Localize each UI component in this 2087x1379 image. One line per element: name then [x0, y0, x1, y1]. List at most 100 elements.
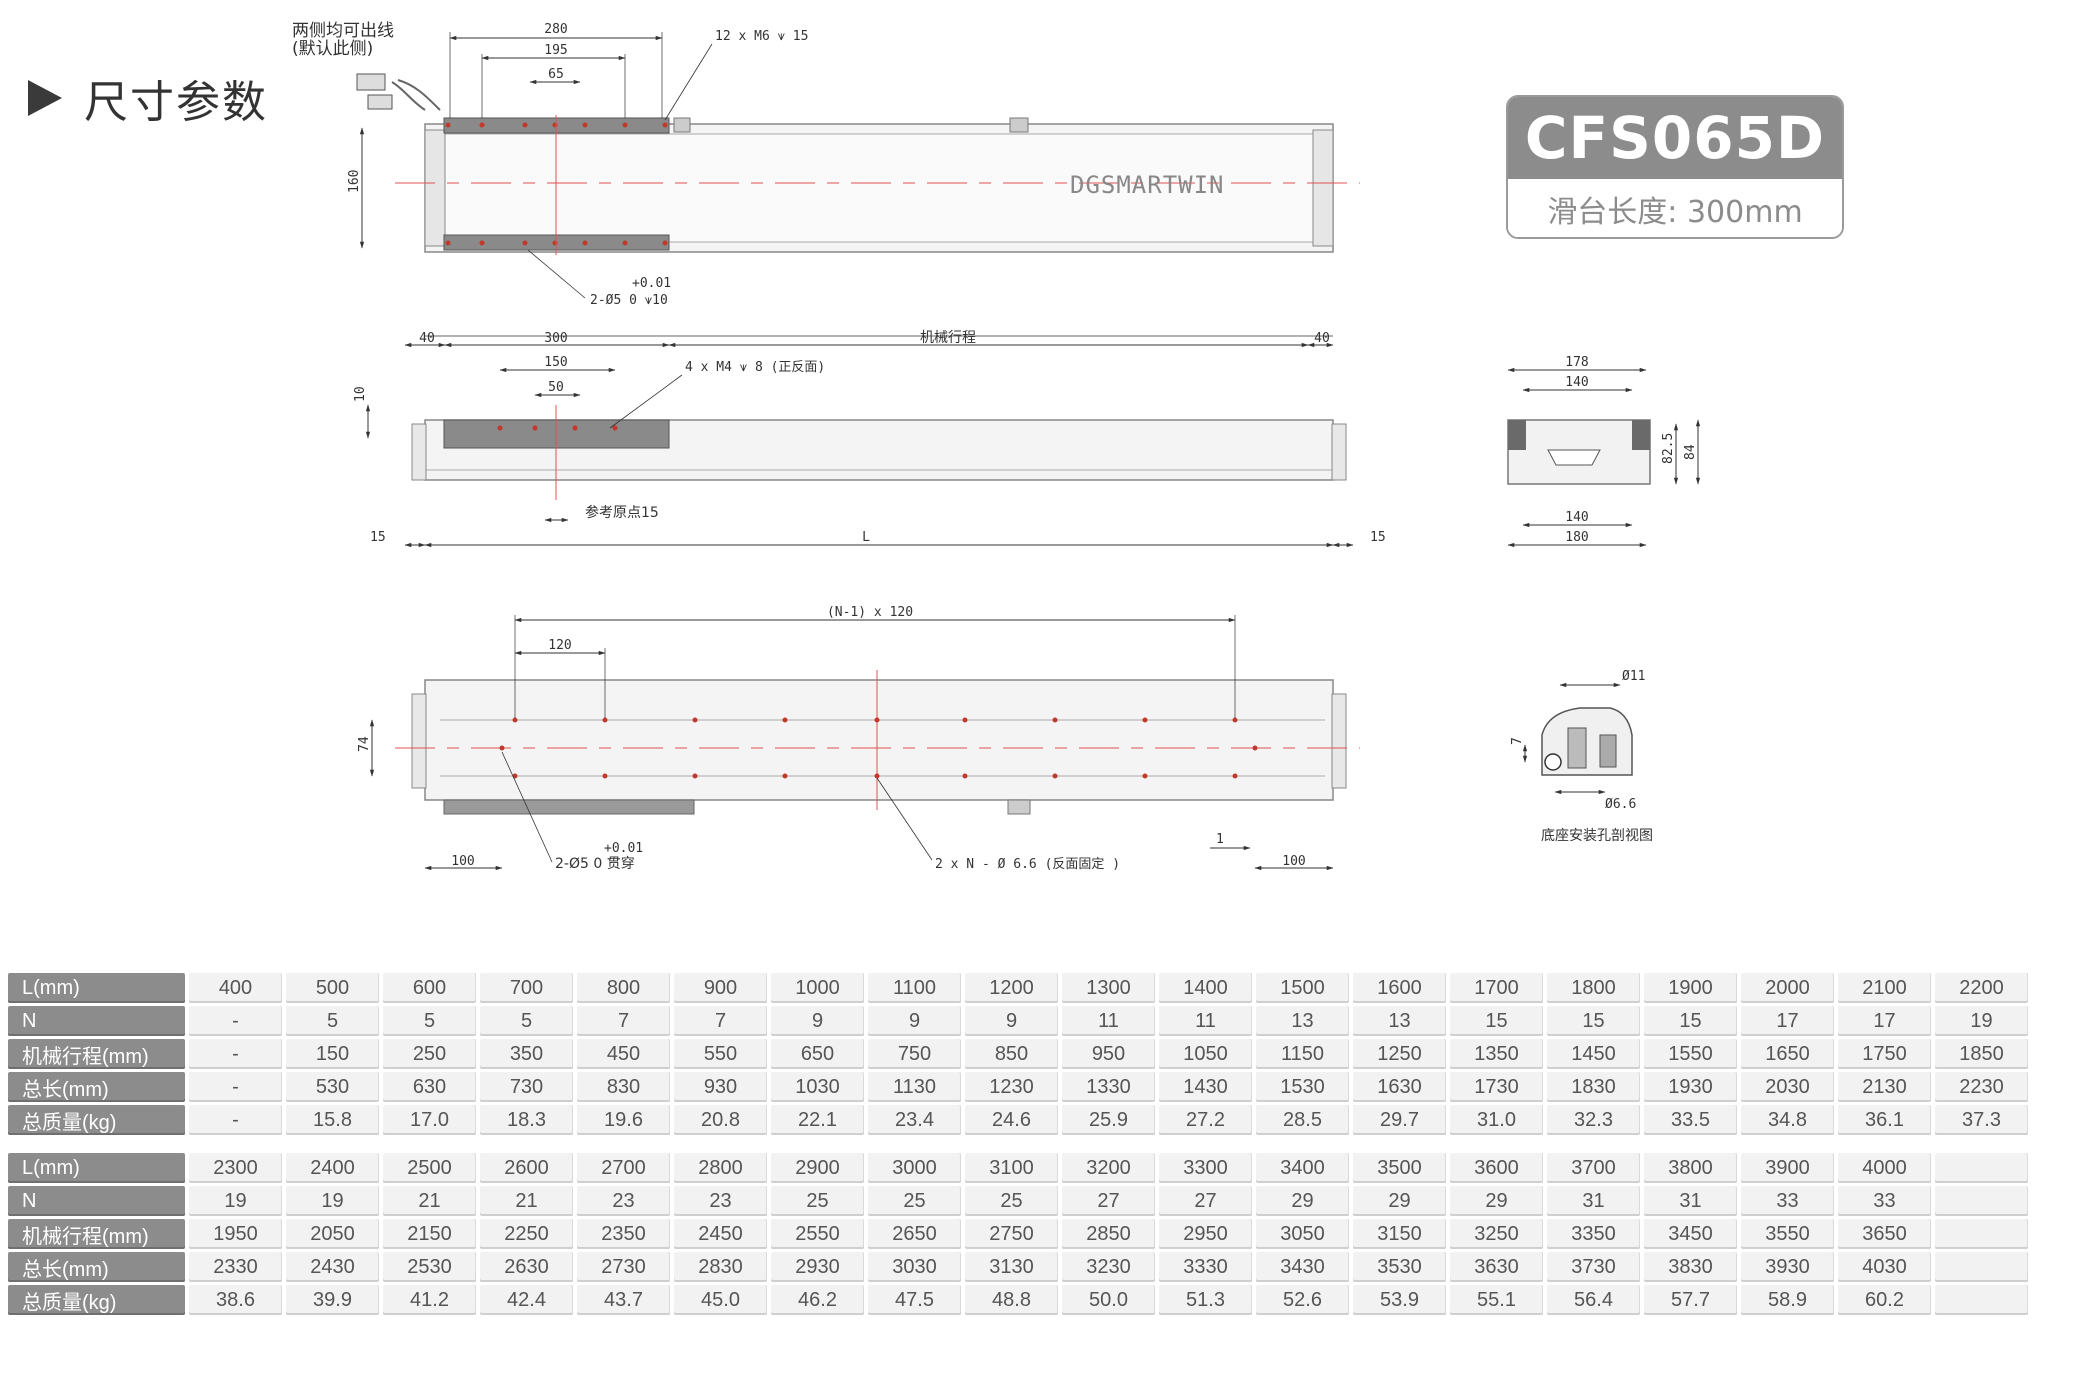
dim-100-right: 100: [1282, 854, 1305, 869]
table-cell: 7: [577, 1006, 670, 1036]
pin-note-bottom: 2-Ø5 0 贯穿: [555, 856, 635, 872]
table-cell: 1730: [1450, 1072, 1543, 1102]
table-cell: 2000: [1741, 973, 1834, 1003]
table-cell: 530: [286, 1072, 379, 1102]
row-label: L(mm): [8, 973, 185, 1003]
dim-50: 50: [548, 380, 564, 395]
table-cell: 9: [965, 1006, 1058, 1036]
dim-10: 10: [353, 386, 368, 402]
table-cell: 3450: [1644, 1219, 1737, 1249]
table-cell: 350: [480, 1039, 573, 1069]
table-cell: 17.0: [383, 1105, 476, 1135]
table-cell: 17: [1838, 1006, 1931, 1036]
table-cell: [1935, 1153, 2028, 1183]
table-cell: 2700: [577, 1153, 670, 1183]
row-label: N: [8, 1006, 185, 1036]
table-cell: 55.1: [1450, 1285, 1543, 1315]
table-cell: 2450: [674, 1219, 767, 1249]
table-cell: 29: [1450, 1186, 1543, 1216]
table-cell: 2730: [577, 1252, 670, 1282]
dim-150: 150: [544, 355, 567, 370]
table-cell: 1600: [1353, 973, 1446, 1003]
table-cell: 2100: [1838, 973, 1931, 1003]
table-cell: 37.3: [1935, 1105, 2028, 1135]
table-cell: 23.4: [868, 1105, 961, 1135]
brand-logo: DGSMARTWIN: [1070, 171, 1225, 199]
table-cell: 2300: [189, 1153, 282, 1183]
table-cell: 7: [674, 1006, 767, 1036]
table-cell: 9: [868, 1006, 961, 1036]
table-cell: 1350: [1450, 1039, 1543, 1069]
table-cell: 1550: [1644, 1039, 1737, 1069]
table-cell: 3330: [1159, 1252, 1252, 1282]
table-cell: 38.6: [189, 1285, 282, 1315]
table-cell: -: [189, 1039, 282, 1069]
table-cell: 29.7: [1353, 1105, 1446, 1135]
table-cell: 43.7: [577, 1285, 670, 1315]
dim-d6-6: Ø6.6: [1605, 797, 1636, 812]
dim-140-bottom: 140: [1565, 510, 1588, 525]
table-cell: 29: [1353, 1186, 1446, 1216]
table-cell: 250: [383, 1039, 476, 1069]
table-cell: 3230: [1062, 1252, 1155, 1282]
table-cell: 2630: [480, 1252, 573, 1282]
table-cell: 9: [771, 1006, 864, 1036]
table-cell: 31: [1547, 1186, 1640, 1216]
table-cell: 800: [577, 973, 670, 1003]
table-cell: 1450: [1547, 1039, 1640, 1069]
table-cell: 730: [480, 1072, 573, 1102]
table-cell: 13: [1256, 1006, 1349, 1036]
table-cell: 4030: [1838, 1252, 1931, 1282]
table-cell: 3430: [1256, 1252, 1349, 1282]
table-cell: 3600: [1450, 1153, 1543, 1183]
dim-160: 160: [347, 170, 362, 193]
pin-note-top: 2-Ø5 0 ⩛10: [590, 293, 668, 308]
table-cell: 19: [189, 1186, 282, 1216]
table-cell: 830: [577, 1072, 670, 1102]
dim-40-left: 40: [419, 331, 435, 346]
table-cell: 19: [1935, 1006, 2028, 1036]
table-cell: 48.8: [965, 1285, 1058, 1315]
table-cell: 57.7: [1644, 1285, 1737, 1315]
table-cell: 1800: [1547, 973, 1640, 1003]
row-label: L(mm): [8, 1153, 185, 1183]
table-cell: 2500: [383, 1153, 476, 1183]
table-cell: 3350: [1547, 1219, 1640, 1249]
table-cell: 2850: [1062, 1219, 1155, 1249]
table-cell: 34.8: [1741, 1105, 1834, 1135]
table-cell: 24.6: [965, 1105, 1058, 1135]
table-cell: 2830: [674, 1252, 767, 1282]
dim-L: L: [862, 530, 870, 545]
table-cell: 47.5: [868, 1285, 961, 1315]
row-label: 机械行程(mm): [8, 1039, 185, 1069]
pitch-note: (N-1) x 120: [827, 605, 913, 620]
dim-178: 178: [1565, 355, 1588, 370]
table-cell: 2250: [480, 1219, 573, 1249]
table-cell: 3730: [1547, 1252, 1640, 1282]
table-cell: 4000: [1838, 1153, 1931, 1183]
table-cell: 3100: [965, 1153, 1058, 1183]
dim-15-right: 15: [1370, 530, 1386, 545]
pin-tolerance-top: +0.01: [632, 276, 671, 291]
dim-195: 195: [544, 43, 567, 58]
table-cell: 1850: [1935, 1039, 2028, 1069]
origin-note: 参考原点15: [585, 504, 659, 521]
dim-280: 280: [544, 22, 567, 37]
dim-84: 84: [1683, 444, 1698, 460]
table-cell: 36.1: [1838, 1105, 1931, 1135]
dim-7: 7: [1510, 737, 1525, 745]
table-cell: 3130: [965, 1252, 1058, 1282]
table-cell: 27.2: [1159, 1105, 1252, 1135]
end-view: 178 140 82.5 84 140 180: [1507, 355, 1701, 548]
row-label: N: [8, 1186, 185, 1216]
section-caption: 底座安装孔剖视图: [1541, 828, 1653, 844]
table-cell: 51.3: [1159, 1285, 1252, 1315]
table-cell: 52.6: [1256, 1285, 1349, 1315]
table-cell: 46.2: [771, 1285, 864, 1315]
table-cell: 1750: [1838, 1039, 1931, 1069]
